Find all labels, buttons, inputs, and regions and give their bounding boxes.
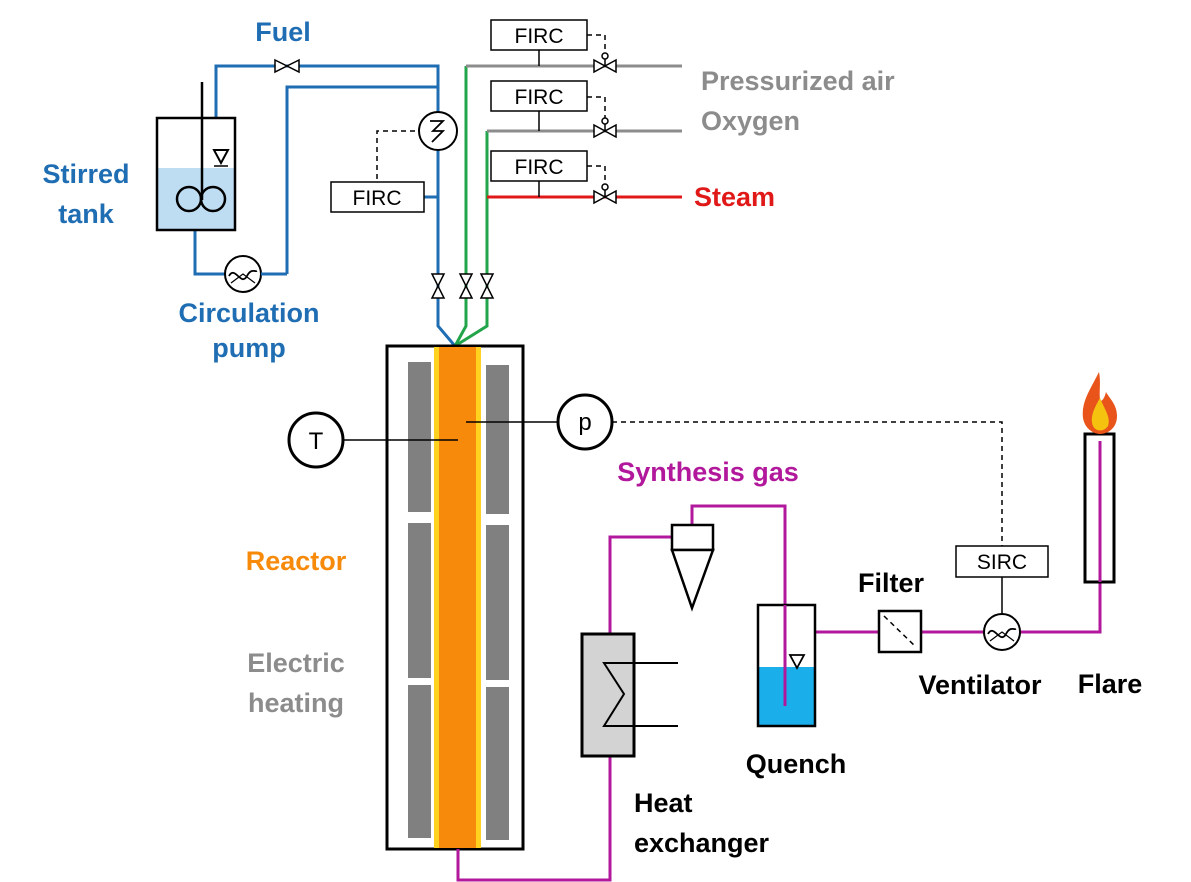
temperature-sensor: T: [287, 411, 345, 469]
heating-element: [486, 365, 509, 514]
stirred-tank-label-line2: tank: [58, 199, 115, 229]
heat-exchanger-label-line2: exchanger: [634, 828, 770, 858]
sirc-controller: SIRC: [955, 545, 1049, 578]
control-valve-oxygen: [593, 117, 617, 139]
oxidant-lines: [453, 66, 489, 348]
pressure-symbol: p: [578, 409, 591, 436]
firc-fuel-label: FIRC: [353, 187, 402, 210]
firc-air-controller: FIRC: [490, 19, 588, 51]
fuel-dosing-pump-icon: [418, 111, 458, 151]
flame-icon: [1082, 372, 1117, 434]
firc-connections: [538, 50, 540, 197]
pressure-sensor: p: [556, 393, 614, 451]
firc-steam-label: FIRC: [515, 156, 564, 179]
firc-oxygen-label: FIRC: [515, 86, 564, 109]
filter-label: Filter: [858, 568, 925, 598]
inlet-valve-fuel: [430, 273, 446, 299]
ventilator-icon: [983, 613, 1021, 651]
stirred-tank: [155, 82, 237, 232]
temperature-symbol: T: [309, 428, 324, 455]
heating-element: [486, 525, 509, 680]
heat-exchanger: [580, 632, 678, 758]
ventilator-label: Ventilator: [918, 670, 1042, 700]
firc-dashed-signals: [376, 34, 606, 197]
syngas-lines: [456, 441, 1102, 882]
circulation-pump-label-line2: pump: [212, 333, 286, 363]
firc-steam-controller: FIRC: [490, 150, 588, 182]
flare-label: Flare: [1078, 669, 1143, 699]
quench-vessel: [756, 603, 817, 728]
heating-element: [408, 685, 431, 838]
fuel-lines: [193, 64, 457, 347]
fuel-valve: [274, 58, 300, 74]
heating-element: [408, 362, 431, 512]
firc-fuel-controller: FIRC: [330, 181, 425, 213]
supply-lines-gray: [466, 64, 682, 133]
reactor-label: Reactor: [246, 546, 347, 576]
steam-label: Steam: [694, 182, 775, 212]
electric-heating-label-line2: heating: [248, 688, 344, 718]
stirred-tank-label-line1: Stirred: [42, 159, 129, 189]
electric-heating-label-line1: Electric: [247, 648, 345, 678]
filter: [877, 609, 923, 654]
firc-oxygen-controller: FIRC: [490, 80, 588, 112]
reactor: [385, 344, 525, 851]
circulation-pump-label-line1: Circulation: [178, 298, 319, 328]
heat-exchanger-label-line1: Heat: [634, 788, 693, 818]
cyclone-separator: [670, 523, 715, 612]
firc-air-label: FIRC: [515, 25, 564, 48]
fuel-label: Fuel: [255, 17, 311, 47]
flare-stack: [1083, 432, 1116, 584]
pressure-signal-line: [612, 421, 1003, 546]
oxygen-label: Oxygen: [701, 106, 800, 136]
sirc-label: SIRC: [977, 551, 1027, 574]
heating-element: [408, 523, 431, 678]
control-valve-air: [593, 52, 617, 74]
inlet-valve-air: [458, 273, 474, 299]
circulation-pump-icon: [224, 255, 262, 293]
pressurized-air-label: Pressurized air: [701, 66, 895, 96]
inlet-valve-oxygen-steam: [479, 273, 495, 299]
synthesis-gas-label: Synthesis gas: [617, 457, 799, 487]
control-valve-steam: [593, 183, 617, 205]
quench-label: Quench: [746, 749, 847, 779]
heating-element: [486, 687, 509, 840]
